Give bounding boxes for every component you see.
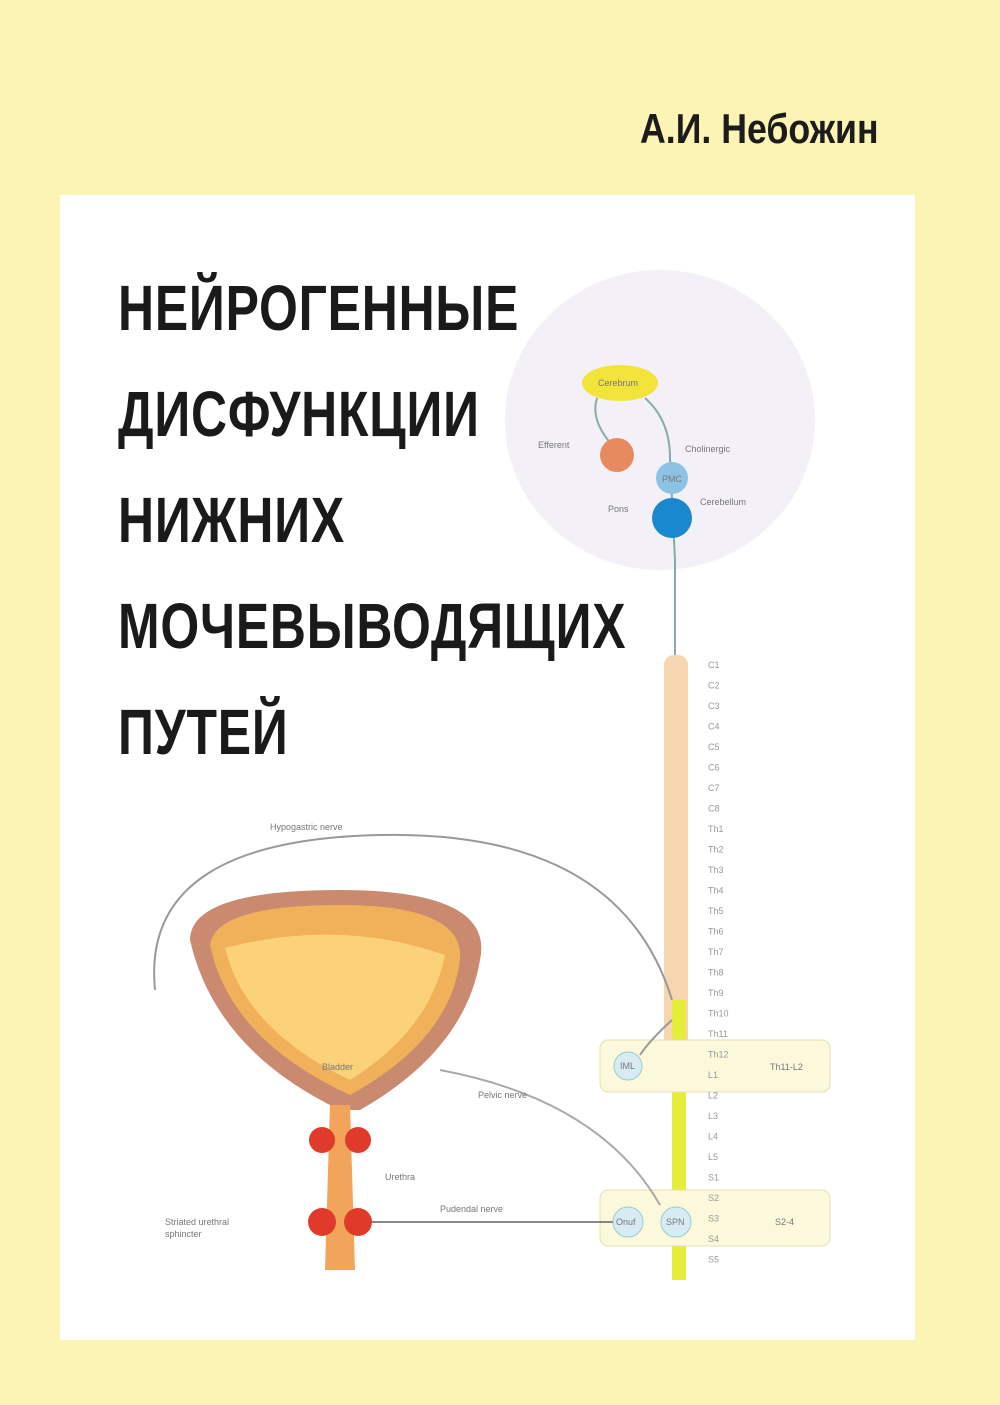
book-title: НЕЙРОГЕННЫЕ ДИСФУНКЦИИ НИЖНИХ МОЧЕВЫВОДЯ… [118, 255, 626, 785]
segment-label: S1 [708, 1173, 719, 1183]
segment-label: L1 [708, 1070, 718, 1080]
label-pmc: PMC [662, 474, 683, 484]
segment-label: C4 [708, 722, 720, 732]
title-line: НЕЙРОГЕННЫЕ [118, 272, 520, 344]
segment-label: Th4 [708, 886, 724, 896]
label-cerebellum: Cerebellum [700, 497, 746, 507]
external-sphincter-right [344, 1208, 372, 1236]
segment-label: S2 [708, 1193, 719, 1203]
segment-label: C7 [708, 783, 720, 793]
title-line: НИЖНИХ [118, 484, 345, 556]
box-s2-4 [599, 1189, 831, 1247]
label-iml: IML [620, 1061, 635, 1071]
title-line: ДИСФУНКЦИИ [118, 378, 480, 450]
segment-label: S3 [708, 1214, 719, 1224]
segment-label: Th10 [708, 1009, 729, 1019]
segment-label: C6 [708, 763, 720, 773]
segment-label: S4 [708, 1234, 719, 1244]
segment-label: Th8 [708, 968, 724, 978]
spn-node [660, 1206, 692, 1238]
label-spn: SPN [666, 1217, 685, 1227]
label-bladder: Bladder [322, 1062, 353, 1072]
label-onuf: Onuf [616, 1217, 636, 1227]
segment-label: Th3 [708, 865, 724, 875]
segment-label: L4 [708, 1132, 718, 1142]
segment-label: Th2 [708, 845, 724, 855]
label-box2: S2-4 [775, 1217, 794, 1227]
internal-sphincter-left [309, 1127, 335, 1153]
cerebrum-node [582, 365, 658, 401]
external-sphincter-left [308, 1208, 336, 1236]
segment-label: S5 [708, 1255, 719, 1265]
label-efferent: Efferent [538, 440, 570, 450]
label-sphincter-2: sphincter [165, 1229, 202, 1239]
label-pelvic: Pelvic nerve [478, 1090, 527, 1100]
pmc-node [656, 462, 688, 494]
segment-label: Th11 [708, 1029, 728, 1039]
segment-label: Th1 [708, 824, 724, 834]
label-hypogastric: Hypogastric nerve [270, 822, 343, 832]
spinal-cord [664, 655, 688, 1055]
segment-label: L5 [708, 1152, 718, 1162]
segment-label: C2 [708, 681, 720, 691]
segment-label: L2 [708, 1091, 718, 1101]
segment-label: C1 [708, 660, 720, 670]
label-sphincter-1: Striated urethral [165, 1217, 229, 1227]
segment-label: C5 [708, 742, 720, 752]
segment-label: Th12 [708, 1050, 729, 1060]
efferent-node [600, 438, 634, 472]
author-name: А.И. Небожин [640, 105, 879, 152]
segment-label: Th5 [708, 906, 724, 916]
iml-node [613, 1051, 643, 1081]
segment-label: Th7 [708, 947, 724, 957]
label-urethra: Urethra [385, 1172, 415, 1182]
box-th11-l2 [599, 1039, 831, 1093]
label-pudendal: Pudendal nerve [440, 1204, 503, 1214]
title-line: ПУТЕЙ [118, 696, 289, 768]
title-line: МОЧЕВЫВОДЯЩИХ [118, 590, 627, 662]
segment-label: Th6 [708, 927, 724, 937]
label-cholinergic: Cholinergic [685, 444, 731, 454]
internal-sphincter-right [345, 1127, 371, 1153]
brain-outline [505, 270, 815, 570]
label-box1: Th11-L2 [770, 1062, 803, 1072]
segment-label: Th9 [708, 988, 724, 998]
pons-node [652, 498, 692, 538]
label-cerebrum: Cerebrum [598, 378, 638, 388]
segment-label: C3 [708, 701, 720, 711]
label-pons: Pons [608, 504, 629, 514]
segment-label: C8 [708, 804, 720, 814]
segment-labels: C1C2C3C4C5C6C7C8Th1Th2Th3Th4Th5Th6Th7Th8… [708, 660, 729, 1265]
segment-label: L3 [708, 1111, 718, 1121]
